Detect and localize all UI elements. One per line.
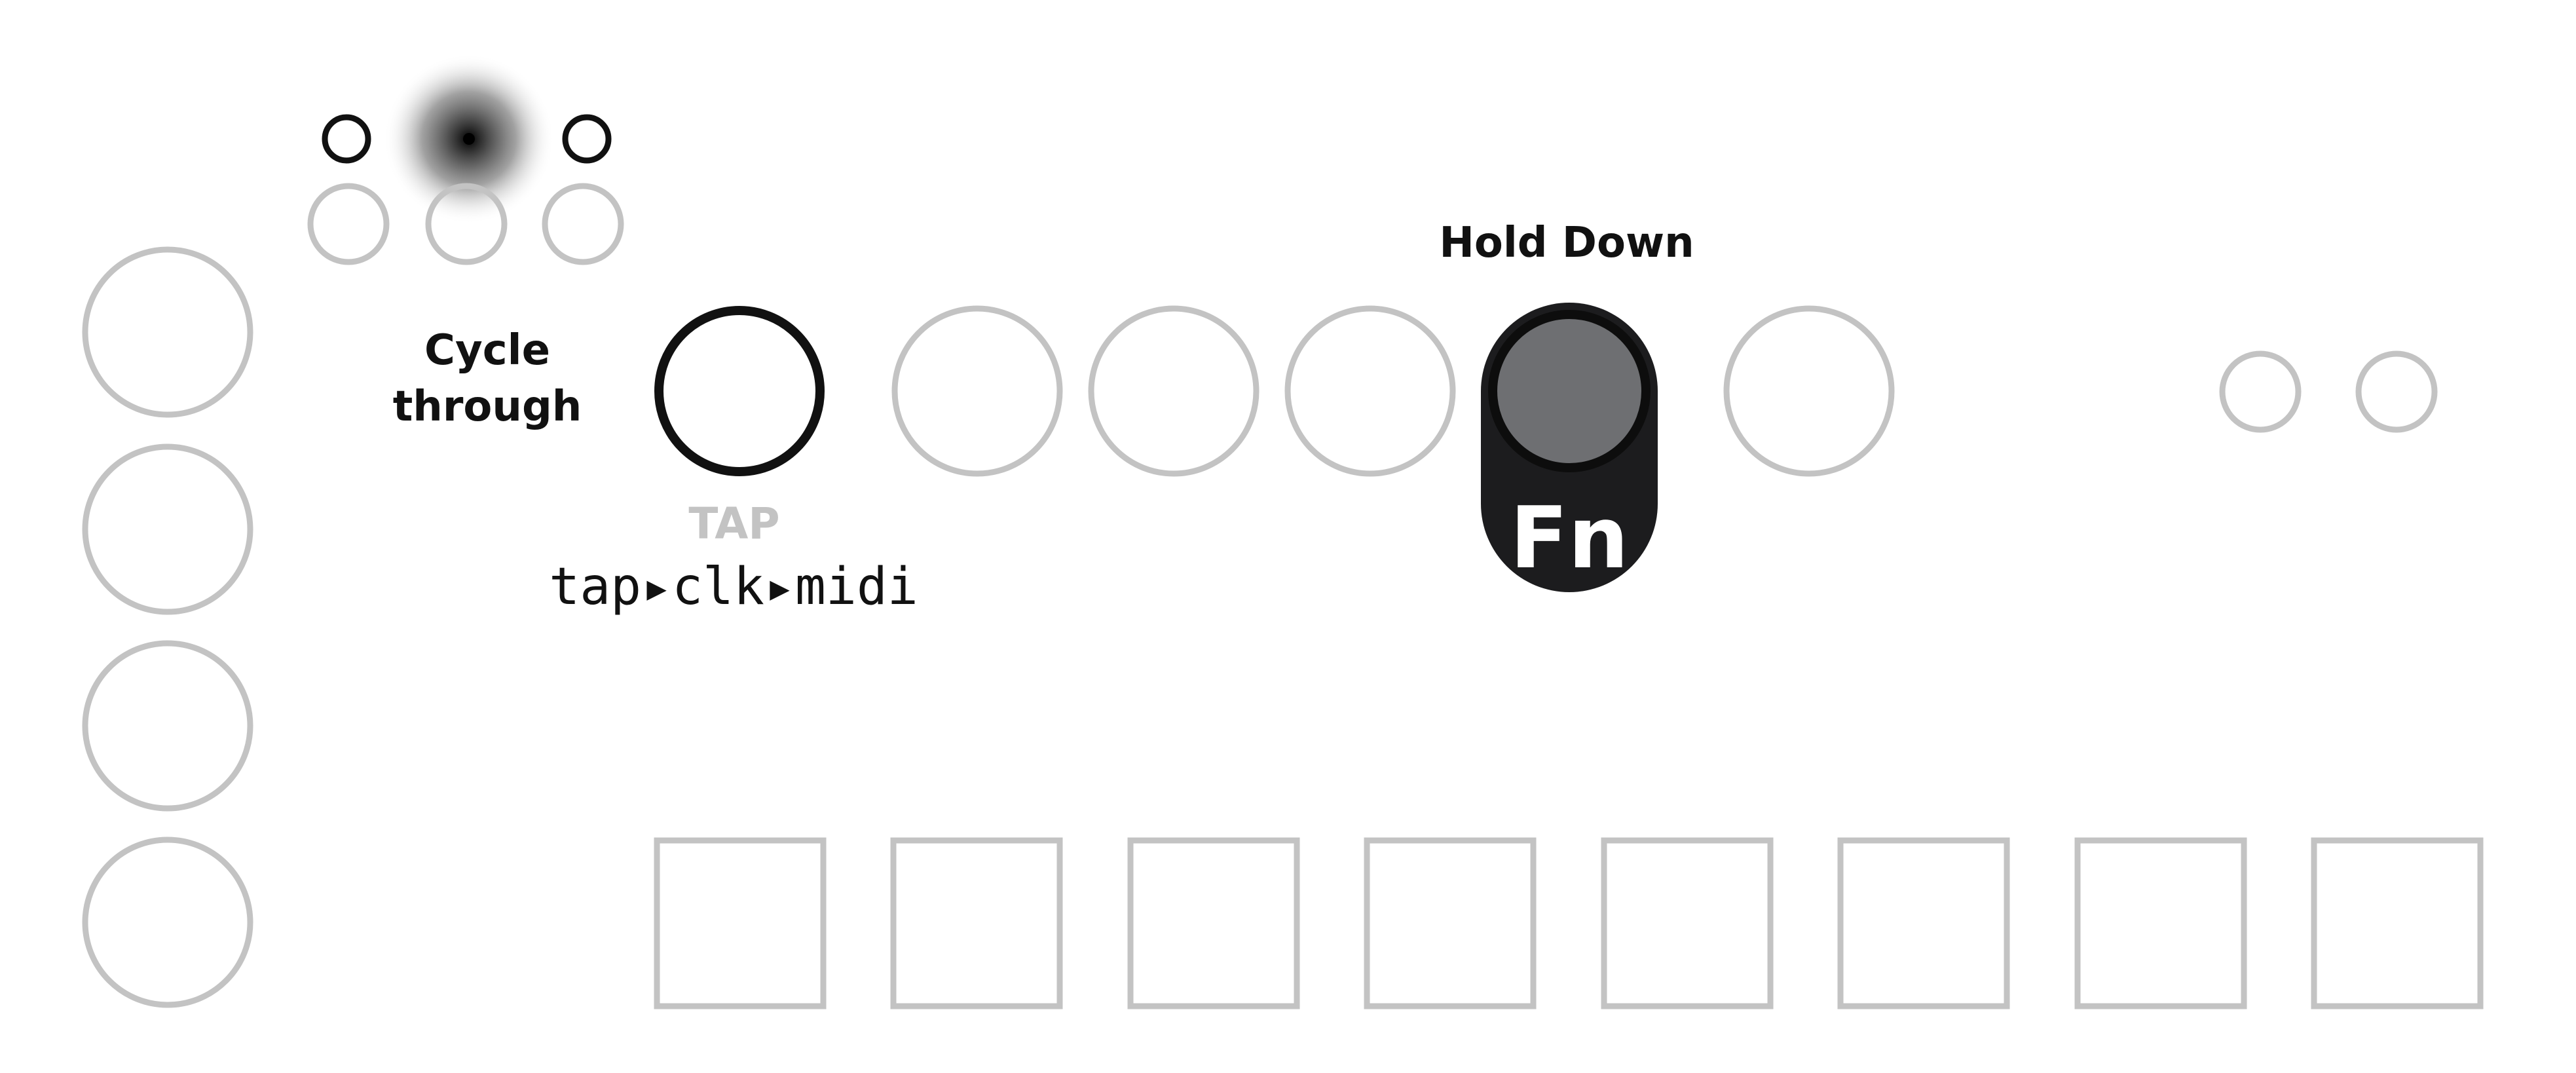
cycle-through-label: Cycle through	[393, 326, 582, 431]
step-pad-7[interactable]	[2074, 837, 2247, 1009]
right-small-jacks	[2219, 350, 2438, 433]
step-pad-2[interactable]	[890, 837, 1063, 1009]
right-jack-2[interactable]	[2355, 350, 2438, 433]
small-jack-1[interactable]	[307, 183, 390, 265]
step-pad-5[interactable]	[1601, 837, 1774, 1009]
left-jack-4[interactable]	[82, 837, 253, 1008]
step-pad-row	[654, 837, 2484, 1009]
round-button-2[interactable]	[891, 305, 1063, 477]
step-pad-1[interactable]	[654, 837, 827, 1009]
left-jack-1[interactable]	[82, 246, 253, 418]
left-jack-column	[82, 246, 253, 1008]
led-center-dot	[463, 133, 475, 145]
tap-button[interactable]	[654, 306, 825, 476]
step-pad-3[interactable]	[1127, 837, 1300, 1009]
fn-button-cap	[1488, 310, 1651, 472]
small-jack-3[interactable]	[542, 183, 624, 265]
left-jack-3[interactable]	[82, 640, 253, 812]
hold-down-label: Hold Down	[1439, 219, 1694, 267]
cycle-label-line2: through	[393, 383, 582, 431]
step-pad-8[interactable]	[2311, 837, 2484, 1009]
led-cluster	[307, 54, 624, 265]
led-ring-left	[322, 114, 371, 164]
round-button-row	[891, 305, 1895, 477]
right-jack-1[interactable]	[2219, 350, 2302, 433]
step-pad-4[interactable]	[1364, 837, 1537, 1009]
tap-label: TAP	[688, 499, 779, 549]
round-button-6[interactable]	[1723, 305, 1895, 477]
led-ring-right	[562, 114, 612, 164]
step-pad-6[interactable]	[1837, 837, 2010, 1009]
small-jack-2[interactable]	[425, 183, 508, 265]
fn-button[interactable]: Fn	[1481, 303, 1658, 592]
cycle-label-line1: Cycle	[424, 326, 550, 375]
mode-sequence-label: tap▸clk▸midi	[549, 557, 918, 616]
left-jack-2[interactable]	[82, 443, 253, 615]
fn-label: Fn	[1510, 488, 1628, 588]
round-button-4[interactable]	[1284, 305, 1456, 477]
round-button-3[interactable]	[1088, 305, 1260, 477]
